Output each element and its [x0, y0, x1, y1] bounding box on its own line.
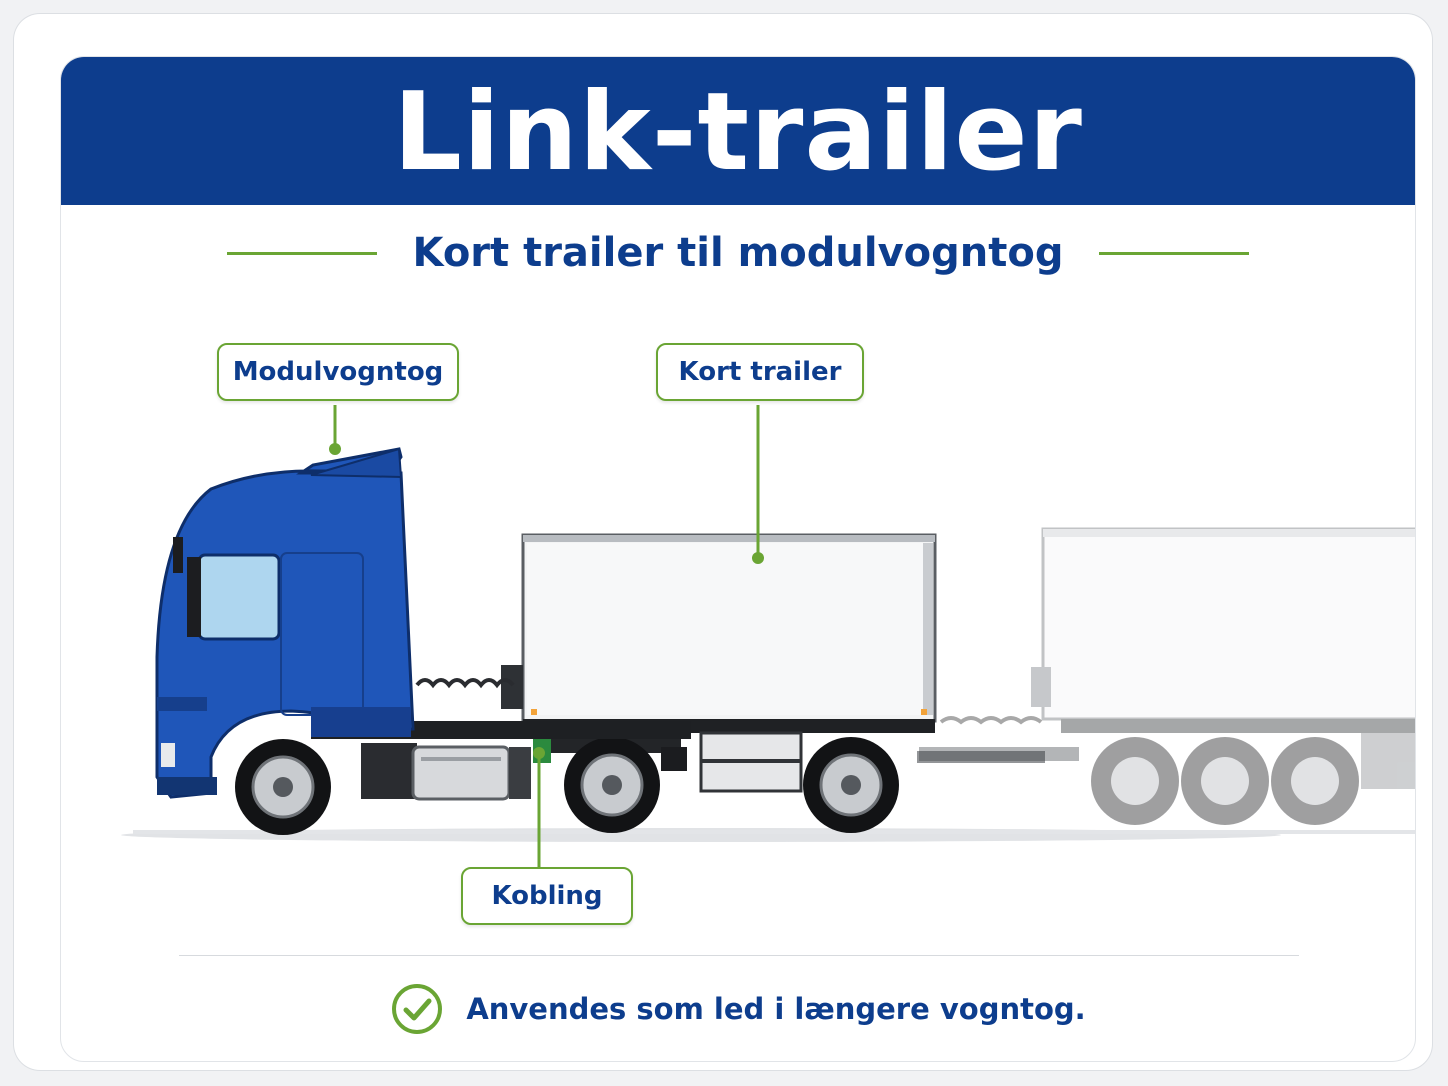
truck-cab — [155, 447, 415, 799]
truck-wheels — [235, 739, 331, 835]
rear-trailer-wheels — [1091, 737, 1359, 825]
ground-shadow — [121, 828, 1415, 842]
check-circle-icon — [392, 984, 443, 1034]
label-kort-trailer: Kort trailer — [656, 343, 864, 401]
label-modulvogntog: Modulvogntog — [217, 343, 459, 401]
vehicle-illustration — [121, 405, 1415, 867]
footer-note-row: Anvendes som led i længere vogntog. — [61, 977, 1415, 1041]
title-banner: Link-trailer — [61, 57, 1415, 205]
short-trailer-wheels — [564, 737, 899, 833]
subtitle-rule-right — [1099, 251, 1250, 255]
subtitle: Kort trailer til modulvogntog — [412, 230, 1064, 276]
subtitle-rule-left — [226, 251, 377, 255]
coupling-cables — [415, 678, 515, 689]
footer-note: Anvendes som led i længere vogntog. — [466, 992, 1086, 1026]
truck-chassis — [311, 721, 691, 801]
subtitle-row: Kort trailer til modulvogntog — [61, 225, 1415, 281]
callout-lines — [329, 405, 764, 867]
page-frame: Link-trailer Kort trailer til modulvognt… — [14, 14, 1432, 1070]
drawbar — [917, 751, 1045, 763]
label-kobling: Kobling — [461, 867, 633, 925]
page-title: Link-trailer — [393, 70, 1083, 195]
rear-trailer — [919, 527, 1415, 825]
footer-divider — [179, 955, 1299, 956]
diagram-card: Link-trailer Kort trailer til modulvognt… — [60, 56, 1416, 1062]
